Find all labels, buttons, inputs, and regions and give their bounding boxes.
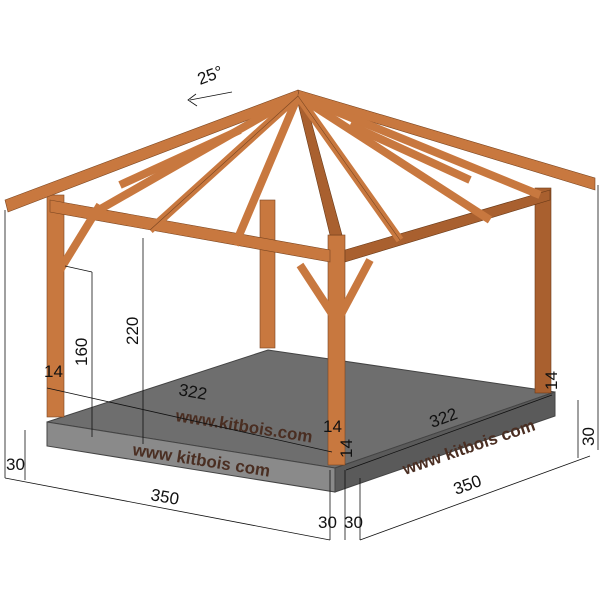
post-section-label: 14 bbox=[337, 439, 356, 458]
slab-thickness-label: 30 bbox=[579, 427, 598, 446]
post-section-label: 14 bbox=[323, 417, 342, 436]
concrete-slab bbox=[46, 349, 556, 493]
slab-length-label: 350 bbox=[149, 485, 180, 509]
dimension-lines bbox=[4, 185, 599, 541]
slab-thickness-label: 30 bbox=[6, 455, 25, 474]
posts bbox=[46, 187, 552, 466]
post-section-label: 14 bbox=[44, 362, 63, 381]
roof-frame bbox=[4, 89, 596, 323]
slab-thickness-label: 30 bbox=[344, 513, 363, 532]
brace-height-label: 160 bbox=[72, 338, 91, 366]
post-section-label: 14 bbox=[542, 371, 561, 390]
post-height-label: 220 bbox=[123, 317, 142, 345]
slab-width-label: 350 bbox=[451, 471, 484, 499]
inner-length-label: 322 bbox=[177, 380, 208, 404]
roof-pitch-label: 25° bbox=[195, 62, 226, 89]
slab-thickness-label: 30 bbox=[318, 513, 337, 532]
pitch-arrow-icon bbox=[187, 91, 233, 107]
